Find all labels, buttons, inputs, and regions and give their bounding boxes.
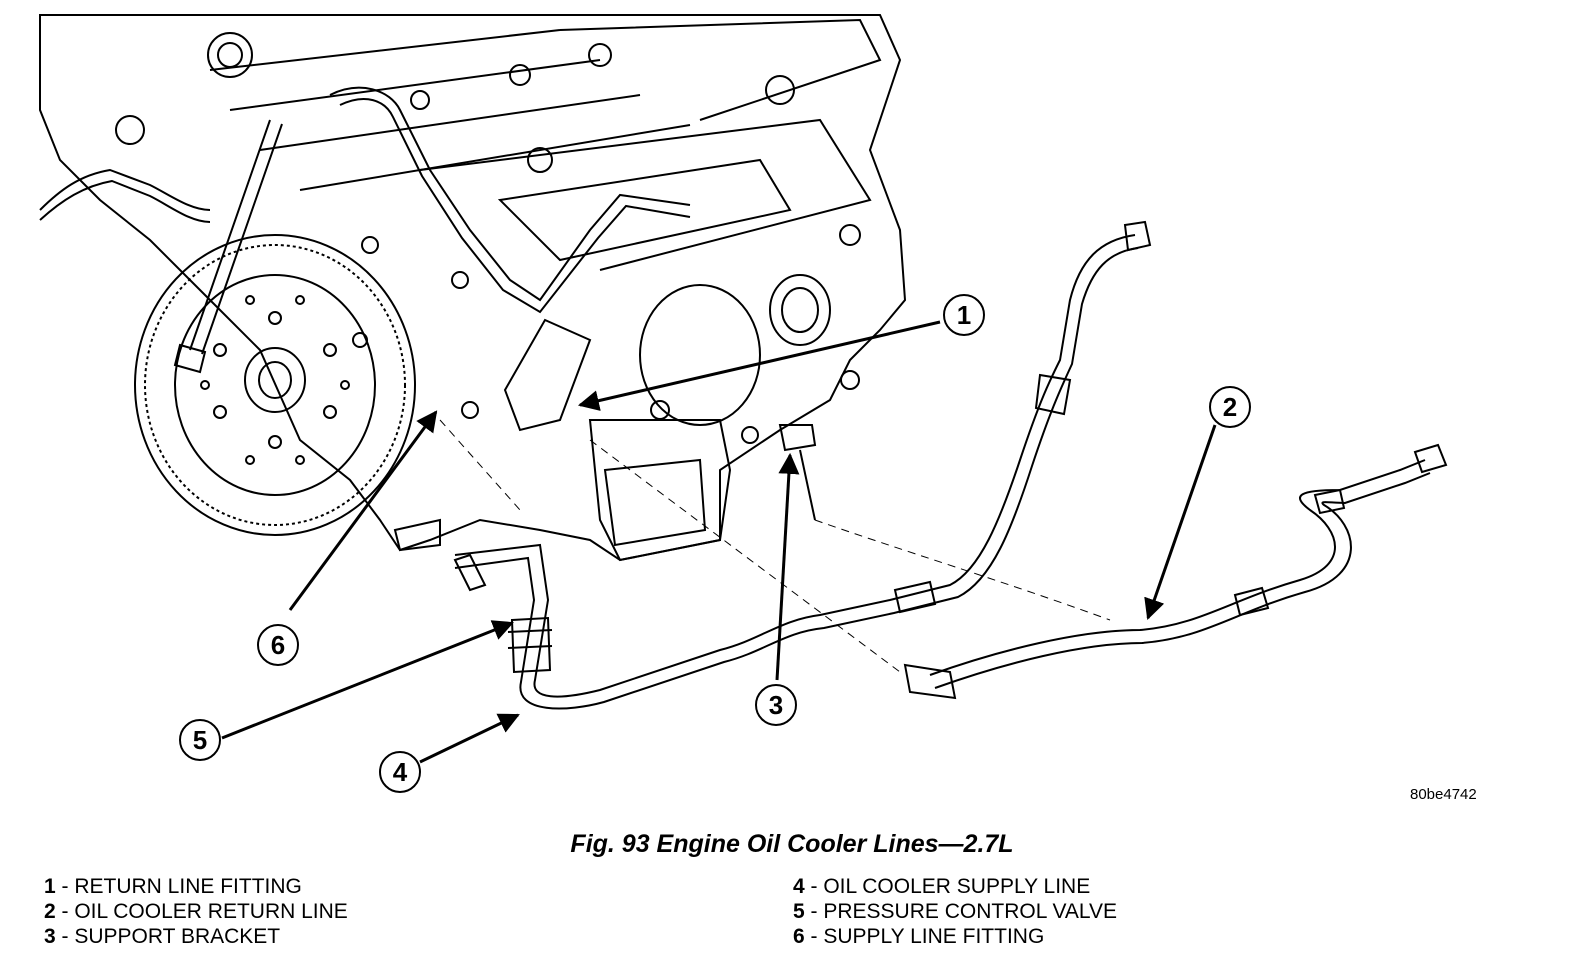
oil-cooler-return-line [903,443,1448,700]
leader-arrow-6 [288,410,438,611]
legend-item-4: 4 - OIL COOLER SUPPLY LINE [793,874,1117,899]
legend-item-5: 5 - PRESSURE CONTROL VALVE [793,899,1117,924]
oil-cooler-supply-line [453,220,1152,710]
legend-number: 2 [44,900,56,923]
callout-4: 4 [379,751,421,793]
support-bracket [778,424,817,521]
legend-number: 4 [793,875,805,898]
legend-item-6: 6 - SUPPLY LINE FITTING [793,924,1117,949]
svg-text:4: 4 [393,757,408,787]
callout-6: 6 [257,624,299,666]
legend-text: - SUPPORT BRACKET [55,925,281,948]
routing-guides [439,419,1111,673]
legend-number: 5 [793,900,805,923]
legend-text: - PRESSURE CONTROL VALVE [804,900,1118,923]
legend-number: 6 [793,925,805,948]
legend-text: - OIL COOLER RETURN LINE [55,900,348,923]
legend-text: - OIL COOLER SUPPLY LINE [804,875,1091,898]
leader-arrow-1 [577,320,941,411]
callout-3: 3 [755,684,797,726]
engine-oil-cooler-diagram: 1 2 3 4 5 6 [39,14,1448,793]
leader-arrows [221,320,1217,764]
callout-1: 1 [943,294,985,336]
legend-number: 3 [44,925,56,948]
callout-2: 2 [1209,386,1251,428]
legend-number: 1 [44,875,56,898]
svg-text:3: 3 [769,690,783,720]
legend-left: 1 - RETURN LINE FITTING 2 - OIL COOLER R… [44,874,348,949]
svg-text:1: 1 [957,300,971,330]
callout-5: 5 [179,719,221,761]
leader-arrow-4 [419,713,520,764]
leader-arrow-5 [221,620,514,740]
legend-item-2: 2 - OIL COOLER RETURN LINE [44,899,348,924]
legend-text: - SUPPLY LINE FITTING [804,925,1045,948]
legend-right: 4 - OIL COOLER SUPPLY LINE 5 - PRESSURE … [793,874,1117,949]
leader-arrow-3 [775,452,800,681]
svg-text:5: 5 [193,725,207,755]
legend-text: - RETURN LINE FITTING [55,875,302,898]
figure-image-id: 80be4742 [1410,786,1477,803]
leader-arrow-2 [1144,424,1217,620]
legend-item-3: 3 - SUPPORT BRACKET [44,924,348,949]
flywheel [134,234,416,536]
svg-text:2: 2 [1223,392,1237,422]
figure-caption: Fig. 93 Engine Oil Cooler Lines—2.7L [570,830,1014,858]
svg-text:6: 6 [271,630,285,660]
legend-item-1: 1 - RETURN LINE FITTING [44,874,348,899]
engine-block [39,14,907,562]
